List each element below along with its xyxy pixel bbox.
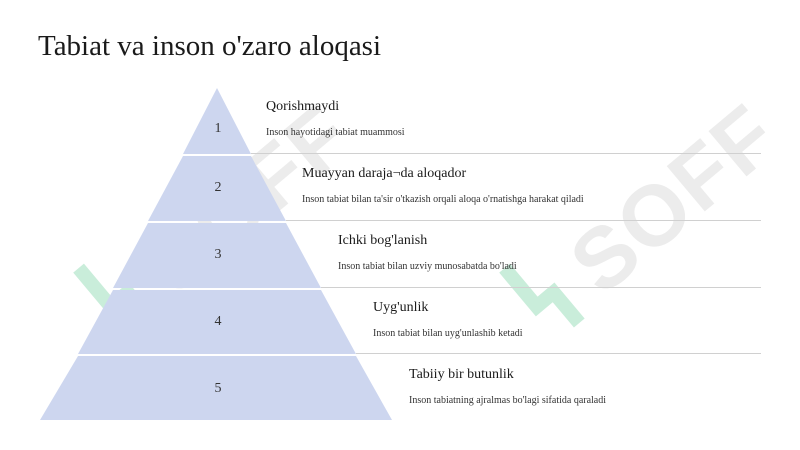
level-number-3: 3 — [214, 247, 222, 262]
pyramid-level-5-shape — [40, 356, 392, 420]
level-number-1: 1 — [214, 121, 222, 136]
level-description-1: Inson hayotidagi tabiat muammosi — [266, 127, 405, 138]
slide-title: Tabiat va inson o'zaro aloqasi — [38, 30, 382, 62]
separator-line-3 — [321, 287, 761, 288]
level-number-4: 4 — [214, 314, 222, 329]
separator-line-2 — [286, 220, 761, 221]
pyramid-level-2-shape — [148, 156, 286, 221]
level-description-2: Inson tabiat bilan ta'sir o'tkazish orqa… — [302, 194, 584, 205]
pyramid-level-4-shape — [78, 290, 356, 354]
level-title-4: Uyg'unlik — [373, 300, 429, 315]
level-number-5: 5 — [214, 381, 222, 396]
level-title-1: Qorishmaydi — [266, 99, 340, 114]
level-title-3: Ichki bog'lanish — [338, 233, 428, 248]
level-number-2: 2 — [214, 180, 222, 195]
level-description-5: Inson tabiatning ajralmas bo'lagi sifati… — [409, 395, 607, 406]
level-description-3: Inson tabiat bilan uzviy munosabatda bo'… — [338, 261, 517, 272]
separator-line-4 — [356, 353, 761, 354]
pyramid-level-3-shape — [113, 223, 321, 288]
level-description-4: Inson tabiat bilan uyg'unlashib ketadi — [373, 328, 523, 339]
pyramid-level-1-shape — [183, 88, 251, 154]
level-title-5: Tabiiy bir butunlik — [409, 367, 514, 382]
level-title-2: Muayyan daraja¬da aloqador — [302, 166, 467, 181]
separator-line-1 — [251, 153, 761, 154]
